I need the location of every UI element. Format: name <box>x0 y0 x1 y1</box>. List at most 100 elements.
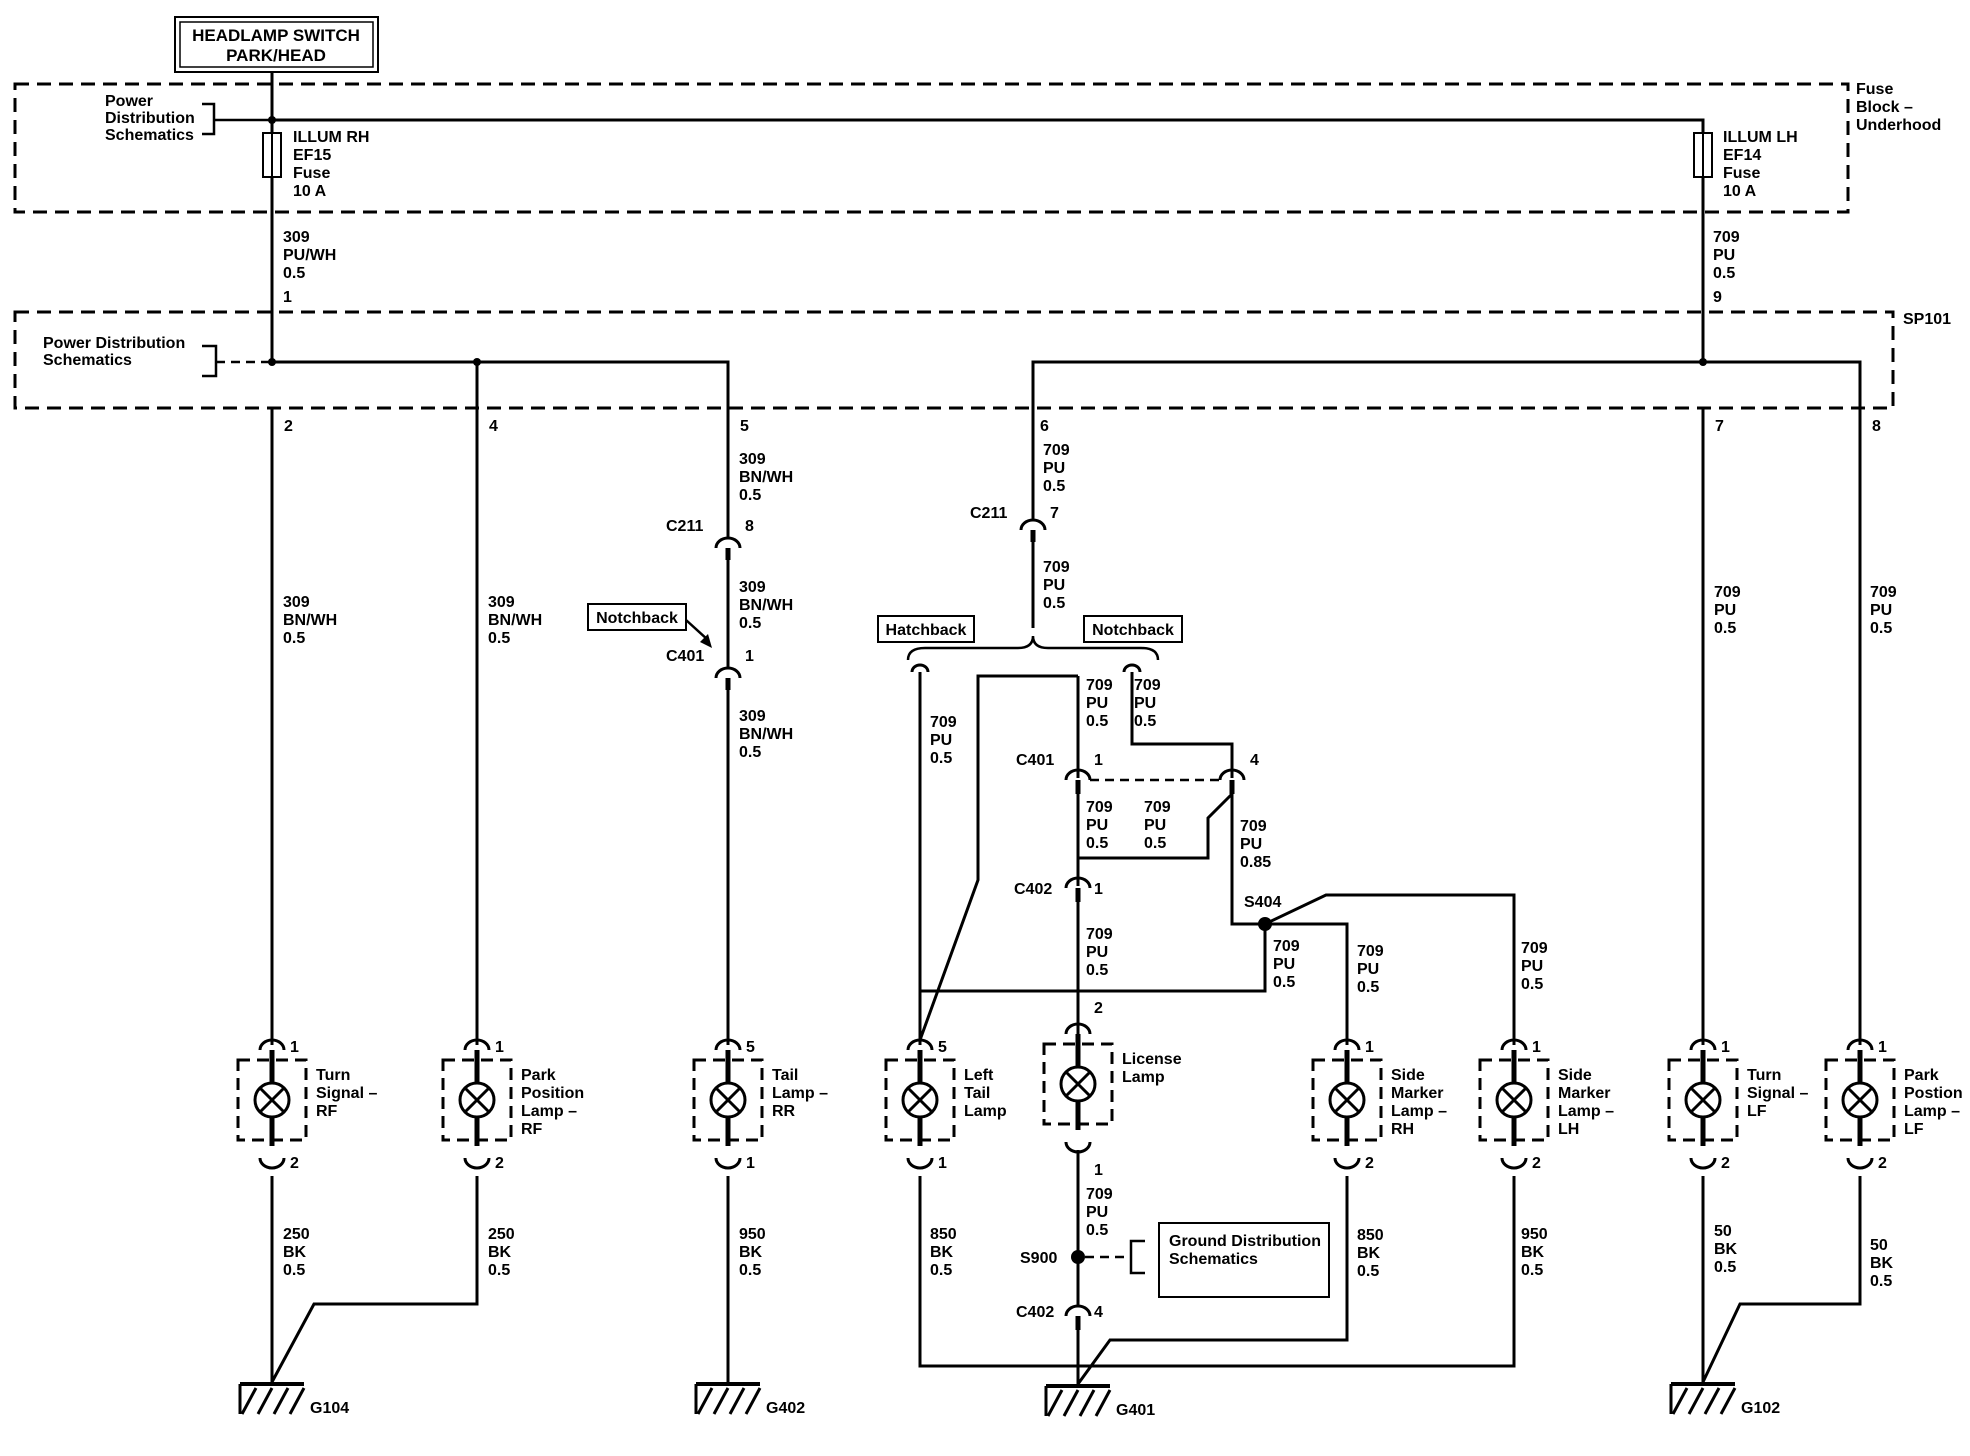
svg-text:BN/WH: BN/WH <box>739 597 793 614</box>
svg-text:Notchback: Notchback <box>596 610 678 627</box>
svg-text:PU: PU <box>1086 695 1108 712</box>
ground-label: G104 <box>310 1400 349 1417</box>
lamp-name-line: Tail <box>964 1085 990 1102</box>
svg-text:PU: PU <box>1240 836 1262 853</box>
lamp-bottom-pin: 2 <box>495 1155 504 1172</box>
switch-title-line2: PARK/HEAD <box>226 46 326 65</box>
svg-text:0.5: 0.5 <box>283 630 305 647</box>
fuse-block-underhood: Fuse Block – Underhood Power Distributio… <box>13 81 1941 214</box>
svg-text:4: 4 <box>1094 1304 1103 1321</box>
lamp-bottom-pin: 2 <box>1721 1155 1730 1172</box>
svg-text:Ground Distribution: Ground Distribution <box>1169 1233 1321 1250</box>
svg-text:0.5: 0.5 <box>488 1262 510 1279</box>
svg-text:C211: C211 <box>666 518 703 535</box>
option-notchback-left: Notchback <box>587 603 712 648</box>
svg-text:0.5: 0.5 <box>739 1262 761 1279</box>
fuse-block-label-1: Fuse <box>1856 81 1893 98</box>
svg-text:ILLUM RH: ILLUM RH <box>293 129 369 146</box>
svg-text:PU: PU <box>1870 602 1892 619</box>
svg-text:850: 850 <box>930 1226 957 1243</box>
lamp-bottom-pin: 1 <box>746 1155 755 1172</box>
svg-text:950: 950 <box>739 1226 766 1243</box>
svg-text:PU: PU <box>1043 577 1065 594</box>
switch-title-line1: HEADLAMP SWITCH <box>192 26 360 45</box>
fuse-ef15: ILLUM RH EF15 Fuse 10 A <box>262 129 369 200</box>
svg-text:0.5: 0.5 <box>1521 976 1543 993</box>
splice-pack-sp101: SP101 Power Distribution Schematics <box>13 310 1951 410</box>
lamp-name-line: Signal – <box>316 1085 377 1102</box>
svg-text:C401: C401 <box>1016 752 1054 769</box>
svg-text:0.5: 0.5 <box>1144 835 1166 852</box>
svg-text:PU: PU <box>930 732 952 749</box>
svg-text:PU: PU <box>1144 817 1166 834</box>
svg-text:709: 709 <box>930 714 957 731</box>
lamp-name-line: LF <box>1904 1121 1924 1138</box>
svg-text:309: 309 <box>283 594 310 611</box>
svg-text:0.5: 0.5 <box>1357 1263 1379 1280</box>
lamp-name-line: Postion <box>1904 1085 1963 1102</box>
svg-text:1: 1 <box>1094 1162 1103 1179</box>
svg-text:50: 50 <box>1714 1223 1732 1240</box>
svg-text:709: 709 <box>1714 584 1741 601</box>
lamp-name-line: Lamp – <box>1391 1103 1447 1120</box>
lamp-bottom-pin: 2 <box>1532 1155 1541 1172</box>
svg-text:10 A: 10 A <box>1723 183 1757 200</box>
lamp-name-line: License <box>1122 1051 1182 1068</box>
svg-text:8: 8 <box>1872 418 1881 435</box>
ground-label: G401 <box>1116 1402 1155 1419</box>
lamp-name-line: Turn <box>1747 1067 1781 1084</box>
svg-text:0.5: 0.5 <box>1357 979 1379 996</box>
fuse-ef14: ILLUM LH EF14 Fuse 10 A <box>1693 129 1798 200</box>
svg-text:309: 309 <box>739 451 766 468</box>
svg-text:2: 2 <box>1094 1000 1103 1017</box>
svg-text:0.5: 0.5 <box>283 265 305 282</box>
ground-label: G402 <box>766 1400 805 1417</box>
svg-text:1: 1 <box>745 648 754 665</box>
lamp-bottom-pin: 2 <box>1365 1155 1374 1172</box>
svg-text:0.5: 0.5 <box>1134 713 1156 730</box>
ground-g402: G402 <box>694 1382 805 1417</box>
lamp-name-line: Park <box>1904 1067 1939 1084</box>
lamp-top-pin: 1 <box>1878 1039 1887 1056</box>
svg-text:PU: PU <box>1086 1204 1108 1221</box>
svg-text:709: 709 <box>1043 559 1070 576</box>
svg-text:0.5: 0.5 <box>488 630 510 647</box>
svg-text:4: 4 <box>489 418 498 435</box>
svg-text:250: 250 <box>488 1226 515 1243</box>
svg-text:BK: BK <box>930 1244 954 1261</box>
svg-text:BK: BK <box>1521 1244 1545 1261</box>
svg-text:S404: S404 <box>1244 894 1281 911</box>
svg-text:9: 9 <box>1713 289 1722 306</box>
svg-text:0.5: 0.5 <box>1043 595 1065 612</box>
svg-text:309: 309 <box>739 708 766 725</box>
svg-text:BN/WH: BN/WH <box>488 612 542 629</box>
lamp-name-line: Park <box>521 1067 556 1084</box>
svg-text:0.5: 0.5 <box>1043 478 1065 495</box>
lamp-name-line: Lamp – <box>521 1103 577 1120</box>
svg-text:7: 7 <box>1715 418 1724 435</box>
svg-text:709: 709 <box>1713 229 1740 246</box>
svg-text:950: 950 <box>1521 1226 1548 1243</box>
svg-text:709: 709 <box>1086 799 1113 816</box>
lamp-top-pin: 1 <box>290 1039 299 1056</box>
svg-text:0.5: 0.5 <box>739 615 761 632</box>
svg-text:C401: C401 <box>666 648 704 665</box>
lamp-name-line: Signal – <box>1747 1085 1808 1102</box>
svg-text:EF14: EF14 <box>1723 147 1761 164</box>
svg-text:709: 709 <box>1273 938 1300 955</box>
svg-text:8: 8 <box>745 518 754 535</box>
lamp-name-line: Lamp <box>964 1103 1007 1120</box>
svg-text:PU: PU <box>1713 247 1735 264</box>
lamp-top-pin: 1 <box>1365 1039 1374 1056</box>
svg-text:50: 50 <box>1870 1237 1888 1254</box>
lamp-name-line: Lamp <box>1122 1069 1165 1086</box>
option-hatchback: Hatchback <box>877 615 975 643</box>
lamp-name-line: Lamp – <box>1904 1103 1960 1120</box>
fuse-block-label-3: Underhood <box>1856 117 1941 134</box>
svg-text:PU: PU <box>1086 944 1108 961</box>
svg-text:0.5: 0.5 <box>1521 1262 1543 1279</box>
